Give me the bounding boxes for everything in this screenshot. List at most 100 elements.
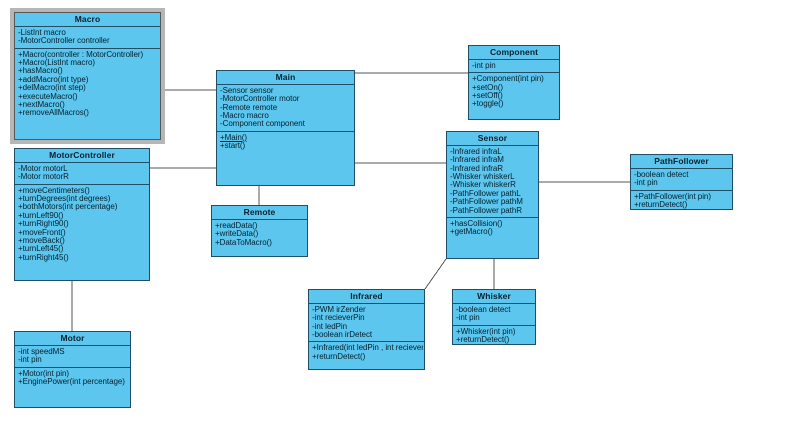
attribute-row: -Whisker whiskerR (450, 181, 516, 190)
uml-class-component[interactable]: Component-int pin+Component(int pin)+set… (468, 45, 560, 120)
method-row: +Infrared(int ledPin , int recieverPin) (312, 344, 423, 353)
methods-main: +Main()+start() (217, 132, 354, 153)
method-row: +delMacro(int step) (18, 84, 86, 93)
attribute-row: -PathFollower pathL (450, 189, 521, 198)
method-row: +PathFollower(int pin) (634, 192, 711, 201)
attribute-row: -MotorController controller (18, 37, 110, 46)
method-row: +executeMacro() (18, 92, 78, 101)
uml-class-motor[interactable]: Motor-int speedMS-int pin+Motor(int pin)… (14, 331, 131, 408)
class-name-pathfollower: PathFollower (631, 155, 732, 169)
attribute-row: -int pin (472, 61, 496, 70)
method-row: +returnDetect() (634, 201, 688, 210)
attribute-row: -Infrared infraL (450, 147, 502, 156)
methods-remote: +readData()+writeData()+DataToMacro() (212, 220, 307, 249)
uml-class-pathfollower[interactable]: PathFollower-boolean detect-int pin+Path… (630, 154, 733, 210)
uml-class-remote[interactable]: Remote+readData()+writeData()+DataToMacr… (211, 205, 308, 257)
methods-motor: +Motor(int pin)+EnginePower(int percenta… (15, 368, 130, 389)
method-row: +Macro(ListInt macro) (18, 59, 95, 68)
attribute-row: -int pin (456, 314, 480, 323)
attributes-sensor: -Infrared infraL-Infrared infraM-Infrare… (447, 146, 538, 219)
method-row: +toggle() (472, 100, 504, 109)
method-row: +moveBack() (18, 237, 65, 246)
uml-class-macro[interactable]: Macro-ListInt macro-MotorController cont… (10, 8, 165, 144)
method-row: +moveCentimeters() (18, 186, 90, 195)
method-row: +moveFront() (18, 228, 66, 237)
method-row: +turnLeft45() (18, 245, 64, 254)
attributes-component: -int pin (469, 60, 559, 74)
uml-class-whisker[interactable]: Whisker-boolean detect-int pin+Whisker(i… (452, 289, 536, 345)
class-name-sensor: Sensor (447, 132, 538, 146)
method-row: +hasMacro() (18, 67, 63, 76)
methods-macro: +Macro(controller : MotorController)+Mac… (15, 49, 160, 120)
attribute-row: -PathFollower pathM (450, 198, 523, 207)
attribute-row: -int recieverPin (312, 314, 365, 323)
attributes-main: -Sensor sensor-MotorController motor-Rem… (217, 85, 354, 132)
attributes-motorcontroller: -Motor motorL-Motor motorR (15, 163, 149, 185)
method-row: +Component(int pin) (472, 75, 544, 84)
method-row: +EnginePower(int percentage) (18, 378, 125, 387)
method-row: +Whisker(int pin) (456, 327, 516, 336)
class-name-macro: Macro (15, 13, 160, 27)
method-row: +Motor(int pin) (18, 369, 70, 378)
attribute-row: -int speedMS (18, 347, 65, 356)
attribute-row: -int pin (18, 356, 42, 365)
method-row: +removeAllMacros() (18, 109, 89, 118)
uml-class-infrared[interactable]: Infrared-PWM irZender-int recieverPin-in… (308, 289, 425, 370)
attribute-row: -boolean detect (456, 305, 511, 314)
uml-class-motorcontroller[interactable]: MotorController-Motor motorL-Motor motor… (14, 148, 150, 281)
attribute-row: -PathFollower pathR (450, 206, 522, 215)
attributes-infrared: -PWM irZender-int recieverPin-int ledPin… (309, 304, 424, 343)
attributes-whisker: -boolean detect-int pin (453, 304, 535, 326)
class-name-main: Main (217, 71, 354, 85)
class-name-motorcontroller: MotorController (15, 149, 149, 163)
method-row: +turnRight45() (18, 253, 69, 262)
attribute-row: -PWM irZender (312, 305, 366, 314)
methods-component: +Component(int pin)+setOn()+setOff()+tog… (469, 73, 559, 111)
attribute-row: -Component component (220, 120, 305, 129)
attribute-row: -MotorController motor (220, 95, 300, 104)
method-row: +returnDetect() (456, 336, 510, 345)
class-name-motor: Motor (15, 332, 130, 346)
method-row: +readData() (215, 221, 258, 230)
uml-class-main[interactable]: Main-Sensor sensor-MotorController motor… (216, 70, 355, 186)
attribute-row: -Macro macro (220, 112, 269, 121)
attributes-pathfollower: -boolean detect-int pin (631, 169, 732, 191)
method-row: +returnDetect() (312, 352, 366, 361)
class-name-whisker: Whisker (453, 290, 535, 304)
attributes-motor: -int speedMS-int pin (15, 346, 130, 368)
methods-sensor: +hasCollision()+getMacro() (447, 218, 538, 239)
method-row: +getMacro() (450, 228, 493, 237)
attribute-row: -Motor motorL (18, 164, 68, 173)
attribute-row: -ListInt macro (18, 28, 66, 37)
method-row: +DataToMacro() (215, 238, 272, 247)
method-row: +bothMotors(int percentage) (18, 203, 118, 212)
method-row: +addMacro(int type) (18, 75, 89, 84)
class-name-component: Component (469, 46, 559, 60)
attribute-row: -boolean detect (634, 170, 689, 179)
methods-pathfollower: +PathFollower(int pin)+returnDetect() (631, 191, 732, 212)
class-name-infrared: Infrared (309, 290, 424, 304)
method-row: +turnRight90() (18, 220, 69, 229)
attribute-row: -Remote remote (220, 103, 278, 112)
attribute-row: -Sensor sensor (220, 86, 274, 95)
methods-infrared: +Infrared(int ledPin , int recieverPin)+… (309, 342, 424, 363)
connector-sensor-infrared[interactable] (424, 258, 447, 290)
methods-whisker: +Whisker(int pin)+returnDetect() (453, 326, 535, 347)
attribute-row: -Whisker whiskerL (450, 173, 515, 182)
method-row: +turnDegrees(int degrees) (18, 195, 111, 204)
uml-class-sensor[interactable]: Sensor-Infrared infraL-Infrared infraM-I… (446, 131, 539, 259)
class-name-remote: Remote (212, 206, 307, 220)
attribute-row: -Infrared infraM (450, 156, 504, 165)
attribute-row: -int ledPin (312, 322, 348, 331)
method-row: +nextMacro() (18, 101, 65, 110)
method-row: +turnLeft90() (18, 211, 64, 220)
method-row: +hasCollision() (450, 220, 503, 229)
method-row: +Main() (220, 133, 247, 142)
attribute-row: -boolean irDetect (312, 331, 373, 340)
attribute-row: -Motor motorR (18, 173, 69, 182)
method-row: +setOn() (472, 83, 503, 92)
attribute-row: -int pin (634, 179, 658, 188)
method-row: +setOff() (472, 92, 503, 101)
method-row: +Macro(controller : MotorController) (18, 50, 144, 59)
